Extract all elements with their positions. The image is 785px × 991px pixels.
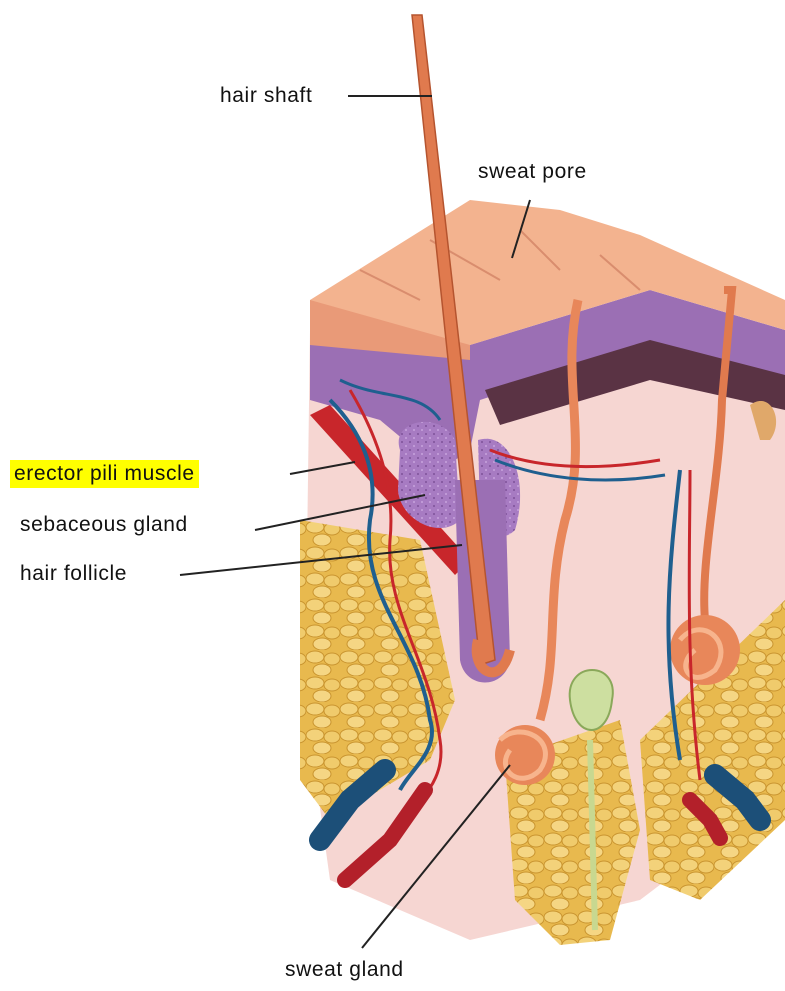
- label-sweat-gland: sweat gland: [285, 958, 404, 982]
- label-hair-follicle: hair follicle: [20, 562, 127, 586]
- sebaceous-gland-shape: [398, 422, 460, 528]
- label-sweat-pore: sweat pore: [478, 160, 587, 184]
- label-hair-shaft: hair shaft: [220, 84, 312, 108]
- green-follicle: [570, 670, 613, 730]
- label-erector-pili-muscle: erector pili muscle: [10, 460, 199, 488]
- right-sweat-gland-coil: [670, 615, 740, 685]
- sweat-gland-coil: [495, 725, 555, 785]
- label-sebaceous-gland: sebaceous gland: [20, 513, 188, 537]
